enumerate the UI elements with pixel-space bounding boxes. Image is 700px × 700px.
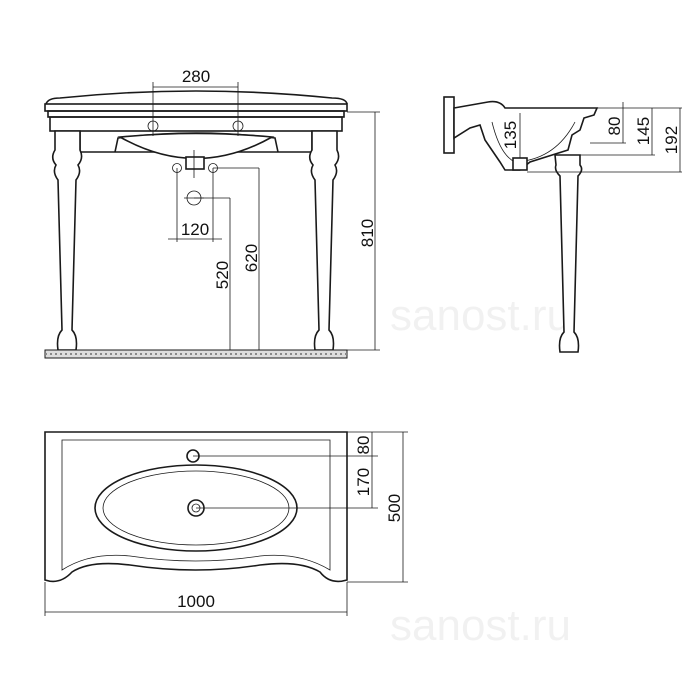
basin-bowl (117, 132, 275, 160)
apron (49, 116, 343, 132)
dim-drain-height: 520 (213, 261, 232, 289)
basin-outline (44, 431, 348, 583)
dim-tap-from-back: 80 (354, 436, 373, 455)
dim-rim-to-shelf: 80 (605, 117, 624, 136)
dim-depth: 500 (385, 494, 404, 522)
top-view: 80 170 500 1000 (44, 431, 408, 616)
side-view: 135 80 145 192 (443, 96, 682, 353)
dim-rim-to-drain: 192 (662, 126, 681, 154)
watermark: sanost.ru (390, 601, 571, 650)
dim-inlet-spacing: 120 (181, 220, 209, 239)
drain-side (512, 157, 528, 171)
dim-bowl-depth: 135 (501, 121, 520, 149)
basin-top-curve (45, 90, 348, 105)
basin-rim (44, 103, 348, 112)
dim-total-height: 810 (358, 219, 377, 247)
dim-inlet-height: 620 (242, 244, 261, 272)
watermark: sanost.ru (390, 291, 571, 340)
right-leg (308, 130, 340, 351)
left-leg (51, 130, 83, 351)
basin-profile (453, 100, 599, 171)
dim-width: 1000 (177, 592, 215, 611)
side-leg (554, 154, 583, 353)
drain (185, 156, 205, 170)
front-view: 280 120 520 620 810 (44, 67, 380, 359)
dim-rim-to-bowl: 145 (634, 117, 653, 145)
dim-tap-spacing: 280 (182, 67, 210, 86)
basin-inner-outline (61, 439, 331, 571)
dim-drain-from-tap: 170 (354, 468, 373, 496)
wall-bracket (443, 96, 455, 154)
rim-band (47, 110, 345, 118)
